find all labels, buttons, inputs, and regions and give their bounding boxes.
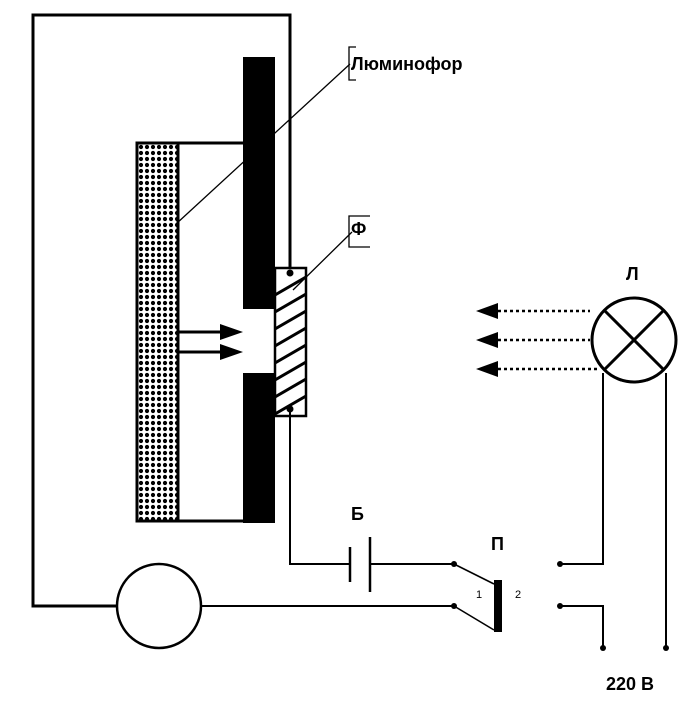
filter-label: Ф	[351, 219, 366, 239]
mains-terminal-2	[663, 645, 669, 651]
lamp-symbol	[590, 296, 678, 384]
mains-terminal-1	[600, 645, 606, 651]
voltage-label: 220 В	[606, 674, 654, 694]
lamp-light-rays	[476, 303, 600, 377]
internal-light-arrows	[178, 324, 243, 360]
lower-plate	[243, 373, 275, 523]
battery-label: Б	[351, 504, 364, 524]
filter-to-battery-wire	[289, 409, 350, 565]
switch-symbol	[451, 561, 563, 632]
switch-position-2-label: 2	[515, 589, 521, 601]
phosphor-label: Люминофор	[351, 54, 463, 74]
phosphor-screen	[135, 141, 180, 523]
battery-symbol	[348, 537, 372, 592]
meter-circle	[115, 562, 203, 650]
switch-to-mains-wire	[560, 605, 604, 648]
switch-label: П	[491, 534, 504, 554]
filter-label-bracket	[348, 215, 370, 248]
filter-element	[273, 266, 308, 418]
upper-plate	[243, 57, 275, 309]
phosphor-leader-line	[175, 63, 351, 225]
enclosure-wire	[31, 13, 292, 608]
filter-leader-line	[292, 231, 353, 291]
phosphor-label-bracket	[348, 46, 356, 81]
lamp-label: Л	[626, 264, 639, 284]
switch-to-lamp-wire	[560, 373, 604, 565]
switch-position-1-label: 1	[476, 589, 482, 601]
filter-contact-top	[286, 269, 294, 277]
